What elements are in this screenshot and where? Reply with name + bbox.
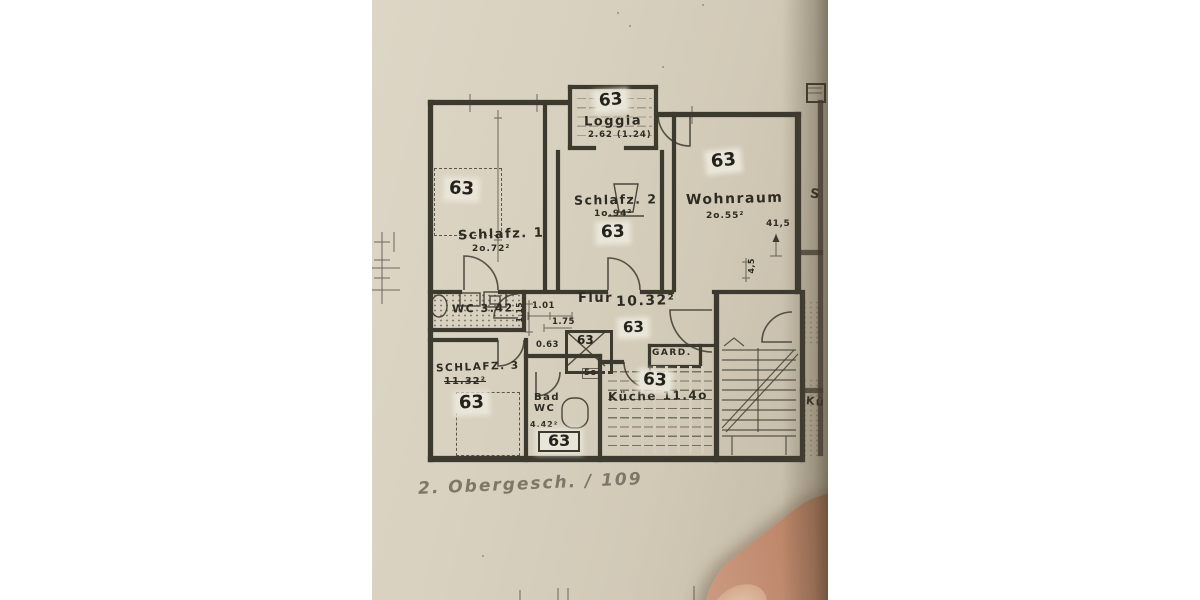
dim-wohnraum-a: 41,5 [766,219,791,229]
wall [524,354,602,358]
wall-gard [702,344,714,347]
door-arc-schlafz1 [463,255,499,291]
door-arc-schlafz2 [607,257,641,291]
dim-flur-b: 1.75 [552,317,575,327]
plan-linework [372,87,822,600]
wall [428,290,462,294]
room-area-flur: 10.32² [615,291,676,311]
unit-number-schlafz2: 63 [597,222,628,242]
stair-start-mark [723,337,745,347]
wall [524,338,528,462]
door-arc-entrance [669,309,713,353]
bathtub [561,397,589,429]
dim-arrowhead [772,234,780,242]
wall [543,102,547,292]
room-label-wc: WC 3.42 [451,301,514,316]
unit-number-kueche: 63 [639,369,671,391]
schlafz2-basin [613,183,639,213]
wall [598,354,602,462]
paper-speck [617,12,619,14]
dim-flur-a: 1.01 [532,301,555,311]
wall [660,150,664,292]
room-label-flur: Flur [578,291,614,306]
left-cutoff-lines [372,232,400,304]
wall [428,338,498,342]
unit-number-schlafz1: 63 [445,177,478,200]
room-area-wohnraum: 2o.55² [706,211,745,221]
room-label-gard: GARD. [652,348,692,358]
wall-gard [699,344,702,368]
wall-wc [522,290,526,332]
dim-chain-flur-b [543,324,572,332]
wall-loggia [568,85,572,149]
door-arc-wohnraum [657,113,691,147]
stair-treads [722,349,796,431]
wall-wc [428,328,524,332]
wall-gard [648,344,651,368]
dim-chain-flur-a [527,312,573,320]
room-area-schlafz1: 2o.72² [472,244,511,254]
room-label-schlafz1: Schlafz. 1 [457,225,545,244]
room-label-wohnraum: Wohnraum [685,189,784,209]
wall-loggia [654,85,658,149]
shaft-box [565,330,613,374]
wall-loggia [624,146,658,150]
unit-number-flur: 63 [619,318,648,336]
room-label-loggia: Loggia [583,113,643,130]
wall-loggia [568,146,596,150]
dim-flur-d: 0.63 [536,340,559,350]
wall [714,292,719,462]
lower-drawing-ticks [519,584,749,600]
wc-toilet [430,294,448,318]
shaft-cross [566,331,606,367]
wall [712,290,800,294]
wall [498,290,544,294]
unit-number-loggia: 63 [595,89,627,112]
dim-flur-c: 1.15 [515,302,524,323]
room-area-schlafz2: 1o.94² [594,209,633,219]
dim-ticks-top [469,94,693,124]
wall-gard [648,344,702,347]
floorplan-paper-photo: Loggia 2.62 (1.24) Schlafz. 1 2o.72² Sch… [372,0,828,600]
wall [428,100,433,462]
unit-number-schlafz3: 63 [455,392,488,413]
wall [658,112,801,117]
bed-schlafz3 [456,392,520,456]
room-label-schlafz2: Schlafz. 2 [573,191,658,208]
wall [602,360,624,364]
door-arc-bad [535,371,561,397]
wall [640,290,674,294]
room-area-schlafz3: 11.32² [444,376,487,387]
wall [428,100,568,105]
room-label-bad-2: WC [534,403,556,414]
unit-number-shaft: 63 [577,333,594,347]
wall [544,290,608,294]
unit-number-wohnraum: 63 [707,149,740,173]
wc-basin [483,291,507,308]
door-arc-schlafz3 [497,339,525,367]
paper-speck [482,555,484,557]
paper-speck [662,66,664,68]
paper-edge-shadow [782,0,828,600]
dim-line-schlafz1 [494,110,502,262]
wall [556,150,560,292]
wall-loggia [568,85,658,89]
room-label-bad-1: Bad [534,392,561,403]
dim-wohnraum-b: 4,5 [747,258,756,274]
wall [672,112,676,292]
wc-cistern [459,292,481,307]
unit-number-bad: 63 [538,431,581,452]
wall [428,456,804,462]
paper-speck [629,25,631,27]
dim-chain-flur-c [525,300,533,336]
dim-bad-pass: 5o [582,368,599,379]
room-label-schlafz3: SCHLAFZ. 3 [435,359,520,375]
room-label-kueche: Küche 11.4o [607,388,709,404]
dim-marks-wohnraum-b [742,258,750,282]
wc-basin-inner [489,295,501,305]
bed-schlafz1 [434,168,502,236]
room-area-bad: 4.42² [530,420,559,429]
room-dims-loggia: 2.62 (1.24) [588,130,652,140]
paper-speck [702,4,704,6]
